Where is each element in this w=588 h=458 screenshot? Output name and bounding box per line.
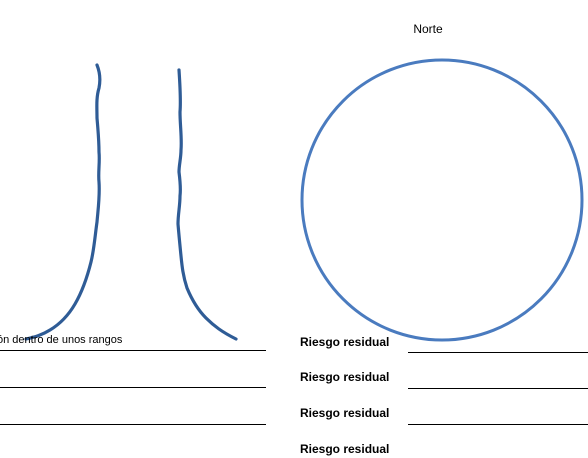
risk-line-1: [408, 352, 588, 353]
north-label: Norte: [413, 22, 443, 36]
left-line-3: [0, 424, 266, 425]
risk-label: Riesgo residual: [300, 406, 390, 420]
risk-label: Riesgo residual: [300, 370, 390, 384]
compass-circle: [300, 58, 584, 342]
left-line-2: [0, 387, 266, 388]
risk-label: Riesgo residual: [300, 442, 390, 456]
cut-off-text: ón dentro de unos rangos: [0, 334, 123, 346]
risk-line-2: [408, 388, 588, 389]
risk-line-3: [408, 424, 588, 425]
trunk-left-stroke: [24, 63, 102, 341]
risk-label: Riesgo residual: [300, 335, 390, 349]
left-line-1: [0, 350, 266, 351]
trunk-right-stroke: [176, 68, 238, 341]
